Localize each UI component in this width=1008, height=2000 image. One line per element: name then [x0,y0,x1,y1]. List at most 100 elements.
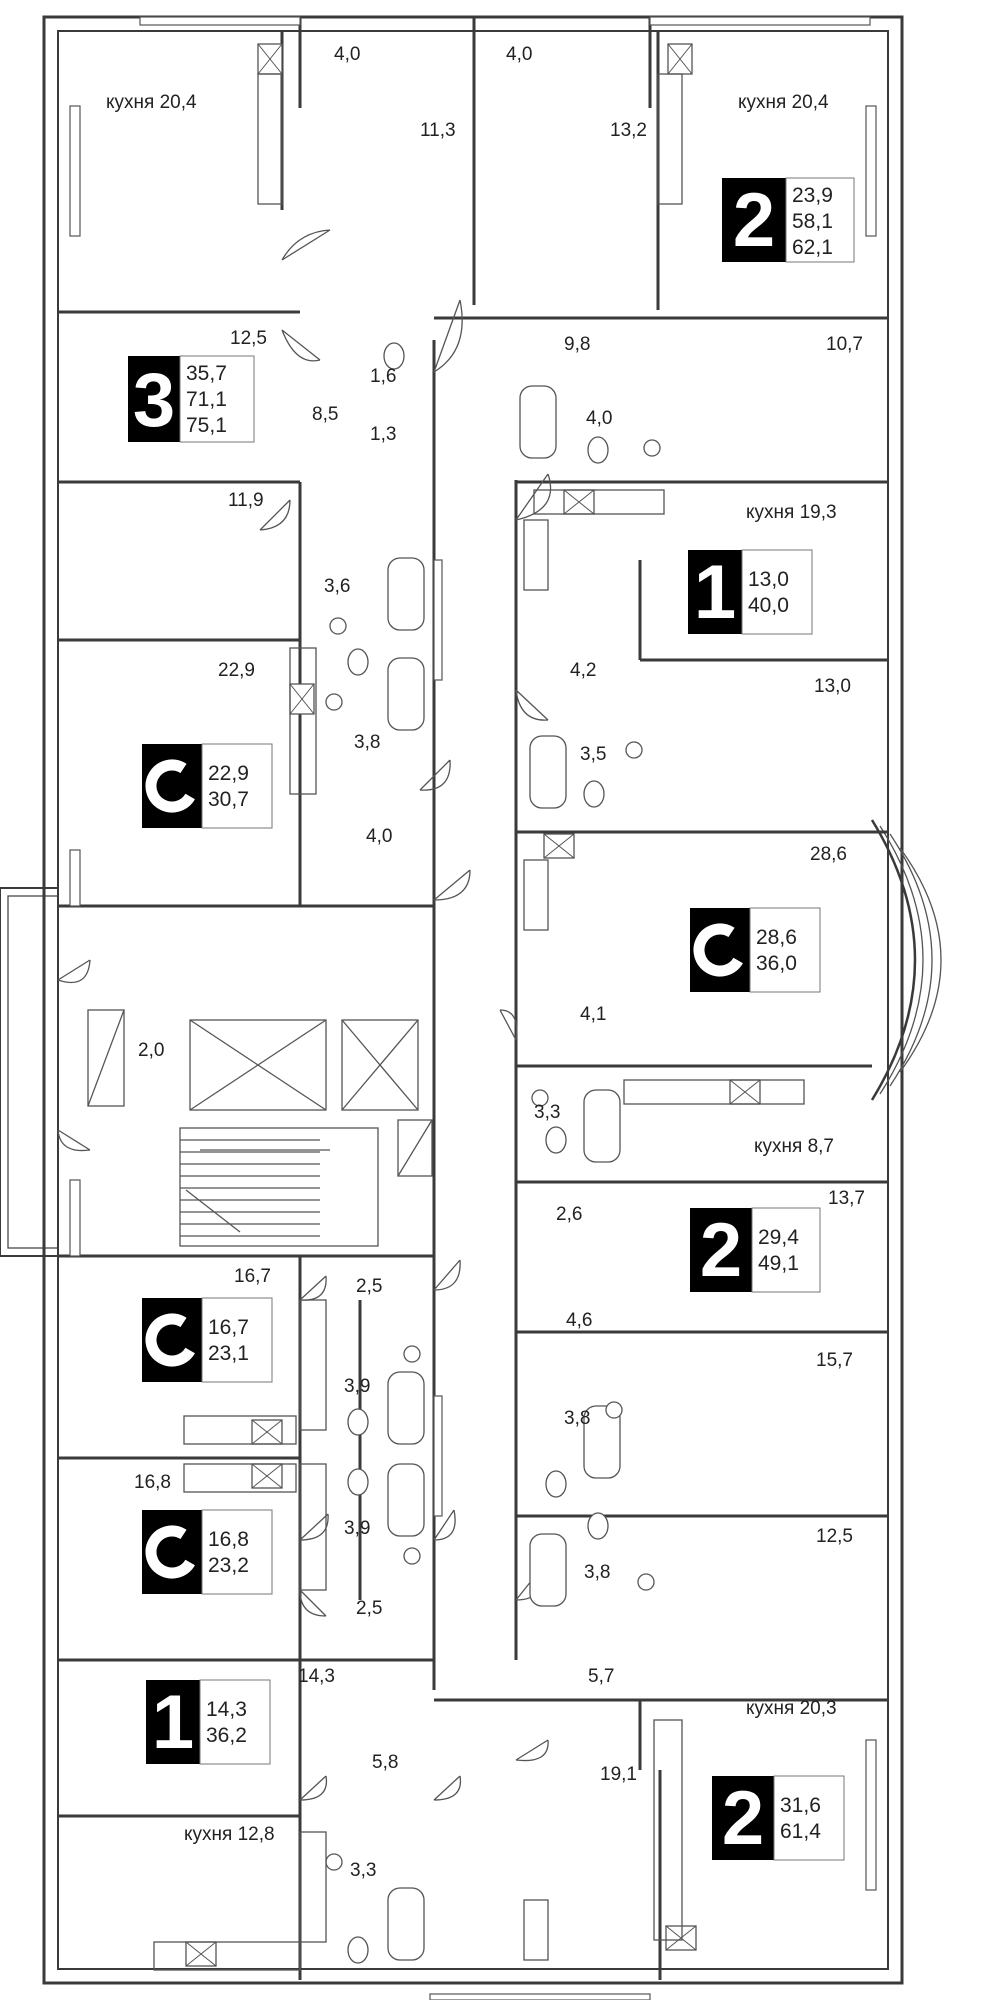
toilet-icon [347,1408,369,1436]
room-area-label: 3,8 [354,732,380,753]
apartment-area-value: 22,9 [208,762,249,785]
room-area-labels: 4,0 4,0 кухня 20,4 кухня 20,4 11,3 13,2 … [106,44,865,1881]
windows [69,16,877,2000]
stove-icon [665,1925,697,1951]
apartment-type-label: 1 [152,1680,194,1765]
room-area-label: 3,3 [350,1860,376,1881]
apartment-type-label: 2 [733,178,775,263]
sink-icon [637,1573,655,1591]
room-area-label: 4,2 [570,660,596,681]
bathtub-icon [583,1405,621,1479]
room-area-label: 4,0 [506,44,532,65]
room-area-label: 3,8 [564,1408,590,1429]
room-area-label: 13,0 [814,676,851,697]
room-area-label: 1,6 [370,366,396,387]
apartment-tag: 3 35,7 71,1 75,1 [128,355,255,443]
room-area-label: 2,0 [138,1040,164,1061]
staircase [179,1119,433,1247]
stove-icon [563,489,595,515]
room-area-label: 3,5 [580,744,606,765]
stove-icon [257,43,283,75]
kitchen-area-label: кухня 20,3 [746,1698,837,1719]
room-area-label: 4,0 [334,44,360,65]
shaft-left [87,1009,125,1107]
bay-window [870,819,942,1101]
apartment-area-value: 31,6 [780,1794,821,1817]
bathtub-icon [529,735,567,809]
stove-icon [289,683,315,715]
apartment-tag: 2 31,6 61,4 [712,1775,845,1861]
apartment-tag: 22,9 30,7 [142,743,273,829]
kitchen-area-label: кухня 8,7 [754,1136,834,1157]
stove-icon [251,1419,283,1445]
kitchen-area-label: кухня 20,4 [106,92,197,113]
room-area-label: 3,9 [344,1376,370,1397]
room-area-label: 3,6 [324,576,350,597]
room-area-label: 4,1 [580,1004,606,1025]
apartment-tag: 1 13,0 40,0 [688,549,813,635]
room-area-label: 3,3 [534,1102,560,1123]
apartment-area-value: 71,1 [186,388,227,411]
apartment-tag: 1 14,3 36,2 [146,1679,271,1765]
bathtub-icon [387,657,425,731]
room-area-label: 15,7 [816,1350,853,1371]
apartment-tag: 2 29,4 49,1 [690,1207,821,1293]
room-area-label: 4,0 [586,408,612,429]
sink-icon [531,1089,549,1107]
sink-icon [625,741,643,759]
room-area-label: 12,5 [230,328,267,349]
bathtub-icon [387,1463,425,1537]
room-area-label: 4,6 [566,1310,592,1331]
studio-c-glyph [145,1525,199,1579]
toilet-icon [587,1512,609,1540]
apartment-tag: 16,7 23,1 [142,1297,273,1383]
studio-c-glyph [693,923,747,977]
room-area-label: 11,3 [420,120,456,141]
apartment-area-value: 13,0 [748,568,789,591]
apartment-type-label: 2 [722,1776,764,1861]
room-area-label: 1,3 [370,424,396,445]
studio-c-glyph [145,759,199,813]
bathtub-icon [387,1887,425,1961]
room-area-label: 5,7 [588,1666,614,1687]
apartment-area-value: 28,6 [756,926,797,949]
room-area-label: 22,9 [218,660,255,681]
room-area-label: 3,9 [344,1518,370,1539]
apartment-tag: 16,8 23,2 [142,1509,273,1595]
room-area-label: 11,9 [228,490,264,511]
toilet-icon [347,648,369,676]
stove-icon [729,1079,761,1105]
bathtub-icon [519,385,557,459]
counter-units [153,73,805,1971]
room-area-label: 4,0 [366,826,392,847]
bathtub-icon [387,557,425,631]
stove-icon [251,1463,283,1489]
room-area-label: 16,7 [234,1266,271,1287]
room-area-label: 8,5 [312,404,338,425]
apartment-area-value: 61,4 [780,1820,821,1843]
toilet-icon [347,1936,369,1964]
kitchen-area-label: кухня 20,4 [738,92,829,113]
toilet-icon [587,436,609,464]
apartment-area-value: 36,0 [756,952,797,975]
sanitary-fixtures [153,43,805,1971]
room-area-label: 16,8 [134,1472,171,1493]
sink-icon [325,693,343,711]
room-area-label: 2,5 [356,1276,382,1297]
room-area-label: 5,8 [372,1752,398,1773]
apartment-area-value: 23,2 [208,1554,249,1577]
room-area-label: 13,2 [610,120,647,141]
sink-icon [329,617,347,635]
sink-icon [325,1853,343,1871]
apartment-area-value: 58,1 [792,210,833,233]
room-area-label: 10,7 [826,334,863,355]
apartment-type-label: 1 [694,550,736,635]
apartment-type-label: 3 [133,358,175,443]
room-area-label: 12,5 [816,1526,853,1547]
apartment-tag: 28,6 36,0 [690,907,821,993]
apartment-area-value: 16,7 [208,1316,249,1339]
room-area-label: 14,3 [298,1666,335,1687]
apartment-area-value: 75,1 [186,414,227,437]
door-swings [57,229,552,1801]
apartment-area-value: 23,9 [792,184,833,207]
